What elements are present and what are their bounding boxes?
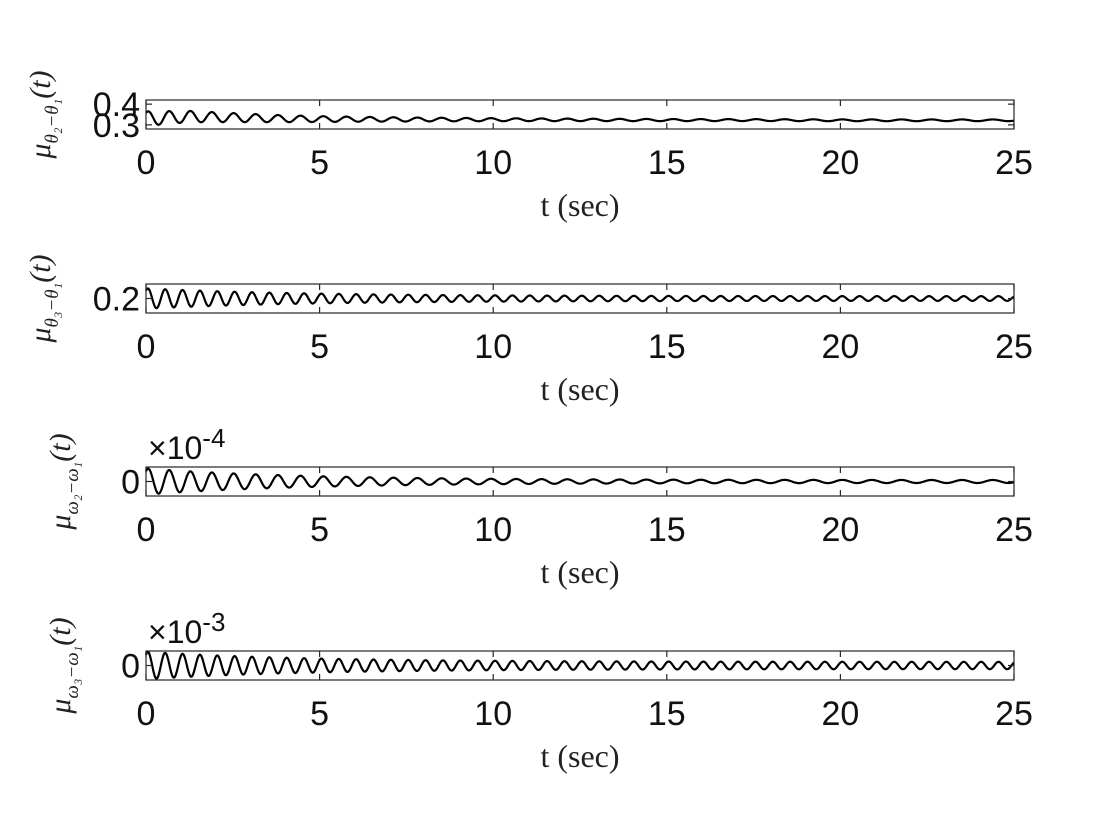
y-axis-label: μθ₂−θ₁(t): [24, 70, 63, 159]
x-tick-label: 20: [821, 144, 859, 182]
subplot-4: 0 5 10 15 20 25 0 t (sec) ×10-3 μω₃−ω₁(t): [44, 607, 1033, 774]
x-axis-label: t (sec): [540, 554, 619, 590]
subplot-1: 0 5 10 15 20 25 0.30.4 t (sec) μθ₂−θ₁(t): [24, 70, 1033, 223]
x-tick-label: 20: [821, 511, 859, 549]
y-axis-label: μω₃−ω₁(t): [44, 617, 83, 714]
x-tick-label: 0: [137, 328, 156, 366]
x-tick-label: 5: [310, 144, 329, 182]
subplot-3: 0 5 10 15 20 25 0 t (sec) ×10-4 μω₂−ω₁(t): [44, 423, 1033, 590]
y-tick-label: 0.2: [93, 281, 140, 319]
axes-box: [145, 283, 1015, 314]
exponent-label: ×10-3: [148, 607, 225, 650]
x-tick-label: 25: [995, 144, 1033, 182]
x-tick-label: 10: [474, 144, 512, 182]
x-tick-label: 20: [821, 328, 859, 366]
y-tick-label: 0.3: [93, 107, 140, 145]
series-line-3: [144, 467, 1015, 495]
x-axis-label: t (sec): [540, 187, 619, 223]
x-tick-label: 10: [474, 695, 512, 733]
series-line-4: [144, 650, 1015, 680]
x-tick-label: 15: [648, 695, 686, 733]
x-tick-label: 25: [995, 511, 1033, 549]
x-axis-label: t (sec): [540, 371, 619, 407]
subplot-2: 0 5 10 15 20 25 0.2 t (sec) μθ₃−θ₁(t): [24, 254, 1033, 407]
x-tick-label: 25: [995, 328, 1033, 366]
exponent-label: ×10-4: [148, 423, 225, 466]
axes-box: [145, 99, 1015, 130]
x-tick-label: 0: [137, 695, 156, 733]
axes-box: [145, 650, 1015, 681]
x-tick-label: 5: [310, 511, 329, 549]
x-tick-label: 5: [310, 695, 329, 733]
x-tick-label: 15: [648, 511, 686, 549]
x-tick-label: 10: [474, 328, 512, 366]
x-tick-label: 25: [995, 695, 1033, 733]
y-axis-label: μω₂−ω₁(t): [44, 433, 83, 530]
axes-box: [145, 466, 1015, 497]
x-tick-label: 15: [648, 328, 686, 366]
x-tick-label: 10: [474, 511, 512, 549]
y-tick-label: 0: [121, 464, 140, 502]
x-tick-label: 20: [821, 695, 859, 733]
series-line-1: [145, 109, 1015, 126]
series-line-2: [145, 287, 1015, 310]
x-tick-label: 0: [137, 144, 156, 182]
y-axis-label: μθ₃−θ₁(t): [24, 254, 63, 343]
x-tick-label: 15: [648, 144, 686, 182]
x-tick-label: 0: [137, 511, 156, 549]
y-tick-label: 0: [121, 648, 140, 686]
x-tick-label: 5: [310, 328, 329, 366]
y-tick-label: 0.4: [93, 86, 140, 124]
x-axis-label: t (sec): [540, 738, 619, 774]
